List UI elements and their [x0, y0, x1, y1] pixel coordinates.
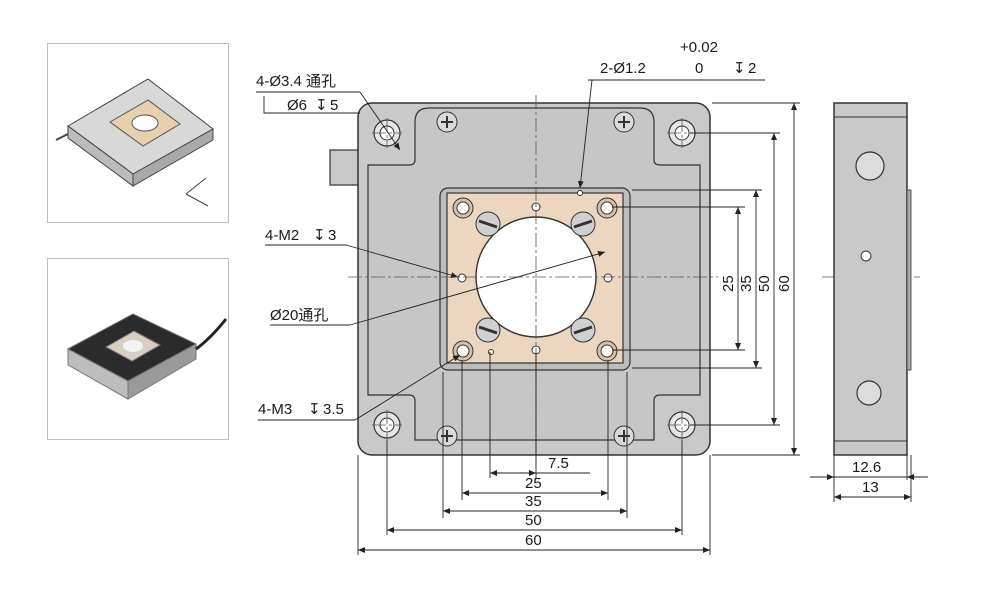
- center-hole-callout: Ø20通孔: [270, 307, 328, 324]
- connector-stub: [329, 149, 359, 186]
- dim-13: 13: [862, 479, 879, 496]
- dim-v-60: 60: [776, 275, 793, 292]
- dim-v-25: 25: [720, 275, 737, 292]
- product-photo-icon: [66, 313, 228, 400]
- depth-icon: ↧: [315, 97, 328, 114]
- m2-tapped-hole: [603, 273, 613, 283]
- phillips-screw-icon: [436, 111, 458, 133]
- side-port: [855, 151, 885, 181]
- front-view: [329, 95, 920, 460]
- dim-v-35: 35: [738, 275, 755, 292]
- depth-icon: ↧: [733, 60, 746, 77]
- depth-icon: ↧: [308, 401, 321, 418]
- phillips-screw-icon: [613, 111, 635, 133]
- corner-through-hole: [373, 411, 401, 439]
- depth-icon: ↧: [313, 227, 326, 244]
- clamp-screw-icon: [475, 211, 501, 237]
- clamp-screw-icon: [570, 211, 596, 237]
- m3-tapped-hole: [596, 340, 618, 362]
- pin-tolerance-lower: 0: [695, 60, 703, 77]
- counterbore-callout: Ø6: [287, 97, 307, 114]
- dim-7-5: 7.5: [548, 455, 569, 472]
- m2-depth: 3: [328, 227, 336, 244]
- dim-h-25: 25: [525, 475, 542, 492]
- m3-tapped-hole: [596, 197, 618, 219]
- counterbore-depth: 5: [330, 97, 338, 114]
- pin-depth: 2: [748, 60, 756, 77]
- clamp-screw-icon: [570, 317, 596, 343]
- m3-callout: 4-M3: [258, 401, 292, 418]
- pin-hole: [577, 190, 583, 196]
- dim-12-6: 12.6: [852, 459, 881, 476]
- dim-v-50: 50: [756, 275, 773, 292]
- phillips-screw-icon: [436, 425, 458, 447]
- side-view: [833, 102, 912, 456]
- pin-hole: [488, 349, 494, 355]
- m3-depth: 3.5: [323, 401, 344, 418]
- side-port: [856, 380, 882, 406]
- through-hole-callout: 4-Ø3.4 通孔: [256, 73, 336, 90]
- 3d-render-thumbnail: [47, 43, 229, 223]
- pin-tolerance-upper: +0.02: [680, 39, 718, 56]
- product-photo-thumbnail: [47, 258, 229, 440]
- 3d-render-drawing-icon: [55, 78, 214, 207]
- pin-hole-callout: 2-Ø1.2: [600, 60, 646, 77]
- dim-h-35: 35: [525, 493, 542, 510]
- m2-callout: 4-M2: [265, 227, 299, 244]
- side-hole: [860, 250, 872, 262]
- m2-tapped-hole: [457, 273, 467, 283]
- dim-h-50: 50: [525, 512, 542, 529]
- dimension-lines: [256, 79, 928, 555]
- dim-h-60: 60: [525, 532, 542, 549]
- m3-tapped-hole: [452, 197, 474, 219]
- clamp-screw-icon: [475, 317, 501, 343]
- phillips-screw-icon: [613, 425, 635, 447]
